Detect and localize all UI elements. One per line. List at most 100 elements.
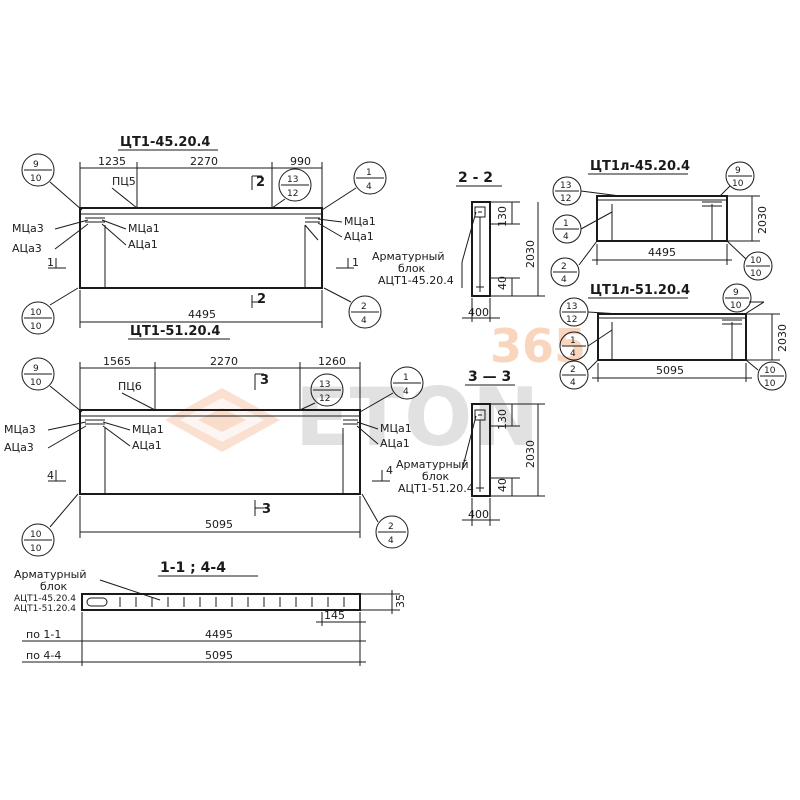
section-11-row1-value: 4495: [205, 628, 233, 641]
svg-text:4: 4: [403, 387, 409, 397]
panel-51-mesh-mid-2: АЦа1: [132, 439, 162, 452]
small-51-callout-bl: 2 4: [559, 359, 599, 390]
svg-text:12: 12: [560, 194, 571, 204]
svg-text:1: 1: [403, 373, 409, 383]
panel-51-mesh-right-1: МЦа1: [380, 422, 412, 435]
svg-text:12: 12: [319, 394, 330, 404]
small-51-callout-br: 10 10: [745, 359, 787, 391]
section-11-tick-marks: [119, 597, 345, 607]
svg-text:4: 4: [366, 182, 372, 192]
small-45-callout-bl: 2 4: [550, 240, 598, 287]
small-51-length: 5095: [656, 364, 684, 377]
section-33-block-label-1: Арматурный: [396, 458, 468, 471]
small-45-height: 2030: [756, 206, 769, 234]
svg-text:9: 9: [735, 166, 741, 176]
panel-51-dim-mid: 2270: [210, 355, 238, 368]
section-33-width: 400: [468, 508, 489, 521]
svg-text:10: 10: [30, 322, 42, 332]
section-11-drawing: 1-1 ; 4-4 Арматурный блок АЦТ1-45.20.4 А…: [14, 560, 407, 666]
panel-45-mesh-mid-1: МЦа1: [128, 222, 160, 235]
svg-text:9: 9: [33, 364, 39, 374]
panel-51-sec-mark-right: 4: [386, 464, 393, 477]
section-11-dim-35: 35: [394, 594, 407, 608]
section-22-title: 2 - 2: [458, 170, 493, 186]
panel-51-callout-bl: 10 10: [21, 493, 79, 557]
panel-45-loop-label: ПЦ5: [112, 175, 136, 188]
panel-51-sec-mark-left: 4: [47, 469, 54, 482]
small-45-drawing: ЦТ1л-45.20.4 2030 4495 13 12 9 10: [550, 159, 773, 287]
svg-text:9: 9: [33, 160, 39, 170]
panel-51-mesh-left-1: МЦа3: [4, 423, 36, 436]
small-45-callout-tl: 13 12: [552, 176, 621, 206]
svg-text:4: 4: [570, 378, 576, 388]
section-33-top-dim: 130: [496, 409, 509, 430]
panel-45-title: ЦТ1-45.20.4: [120, 135, 210, 150]
section-11-block-label-3: АЦТ1-45.20.4: [14, 594, 76, 604]
panel-45-callout-tm: 13 12: [271, 168, 312, 209]
panel-51-mesh-left-2: АЦа3: [4, 441, 34, 454]
section-11-row2-value: 5095: [205, 649, 233, 662]
panel-51-callout-tl: 9 10: [21, 357, 83, 413]
small-51-callout-ml: 1 4: [559, 329, 613, 361]
section-33-drawing: 3 — 3 130 40 2030 400 Арматурный блок АЦ…: [396, 369, 545, 526]
svg-text:4: 4: [563, 232, 569, 242]
small-45-callout-tr: 9 10: [719, 161, 755, 197]
svg-text:4: 4: [388, 536, 394, 546]
svg-text:10: 10: [30, 544, 42, 554]
panel-45-total: 4495: [188, 308, 216, 321]
section-11-title: 1-1 ; 4-4: [160, 560, 226, 576]
section-33-bot-dim: 40: [496, 478, 509, 492]
small-45-length: 4495: [648, 246, 676, 259]
small-45-callout-ml: 1 4: [552, 211, 613, 244]
panel-51-dim-right: 1260: [318, 355, 346, 368]
panel-51-sec-mark-top: 3: [260, 373, 269, 388]
panel-45-mesh-mid-2: АЦа1: [128, 238, 158, 251]
panel-45-mesh-right-2: АЦа1: [344, 230, 374, 243]
section-33-block-label-3: АЦТ1-51.20.4: [398, 482, 474, 495]
svg-text:10: 10: [730, 301, 742, 311]
panel-51-total: 5095: [205, 518, 233, 531]
panel-45-callout-bl: 10 10: [21, 287, 79, 335]
svg-text:13: 13: [319, 380, 330, 390]
section-11-block-label-2: блок: [40, 580, 68, 593]
section-11-row2-label: по 4-4: [26, 649, 61, 662]
svg-text:2: 2: [388, 522, 394, 532]
section-22-height: 2030: [524, 240, 537, 268]
panel-45-sec-mark-right: 1: [352, 256, 359, 269]
small-51-callout-tl: 13 12: [559, 297, 621, 327]
svg-text:10: 10: [750, 256, 762, 266]
small-45-title: ЦТ1л-45.20.4: [590, 159, 690, 174]
section-22-drawing: 2 - 2 130 40 2030 400 Арматурный блок АЦ…: [372, 170, 545, 322]
section-22-block-label-1: Арматурный: [372, 250, 444, 263]
panel-51-mesh-right-2: АЦа1: [380, 437, 410, 450]
svg-text:10: 10: [750, 269, 762, 279]
section-22-block-label-3: АЦТ1-45.20.4: [378, 274, 454, 287]
panel-45-callout-tl: 9 10: [21, 153, 83, 211]
section-11-block-label-4: АЦТ1-51.20.4: [14, 604, 76, 614]
svg-text:12: 12: [287, 189, 298, 199]
panel-51-callout-br: 2 4: [361, 493, 409, 549]
svg-text:1: 1: [563, 219, 569, 229]
panel-51-drawing: ЦТ1-51.20.4 1565 2270 1260 ПЦ6 МЦа3 АЦа3…: [4, 324, 424, 557]
panel-45-sec-mark-left: 1: [47, 256, 54, 269]
section-22-block-label-2: блок: [398, 262, 426, 275]
small-51-callout-tr: 9 10: [722, 283, 765, 315]
section-11-dim-145: 145: [324, 609, 345, 622]
svg-text:1: 1: [570, 336, 576, 346]
svg-text:10: 10: [30, 174, 42, 184]
small-45-callout-br: 10 10: [726, 240, 773, 281]
panel-51-loop-label: ПЦ6: [118, 380, 142, 393]
panel-45-callout-br: 2 4: [323, 287, 382, 329]
svg-text:13: 13: [566, 302, 577, 312]
svg-text:9: 9: [733, 288, 739, 298]
svg-text:12: 12: [566, 315, 577, 325]
svg-text:2: 2: [570, 365, 576, 375]
panel-45-mesh-right-1: МЦа1: [344, 215, 376, 228]
section-11-row1-label: по 1-1: [26, 628, 61, 641]
svg-text:2: 2: [561, 262, 567, 272]
svg-text:13: 13: [287, 175, 298, 185]
panel-51-callout-tr: 1 4: [359, 366, 424, 413]
svg-text:10: 10: [30, 530, 42, 540]
small-51-height: 2030: [776, 324, 789, 352]
